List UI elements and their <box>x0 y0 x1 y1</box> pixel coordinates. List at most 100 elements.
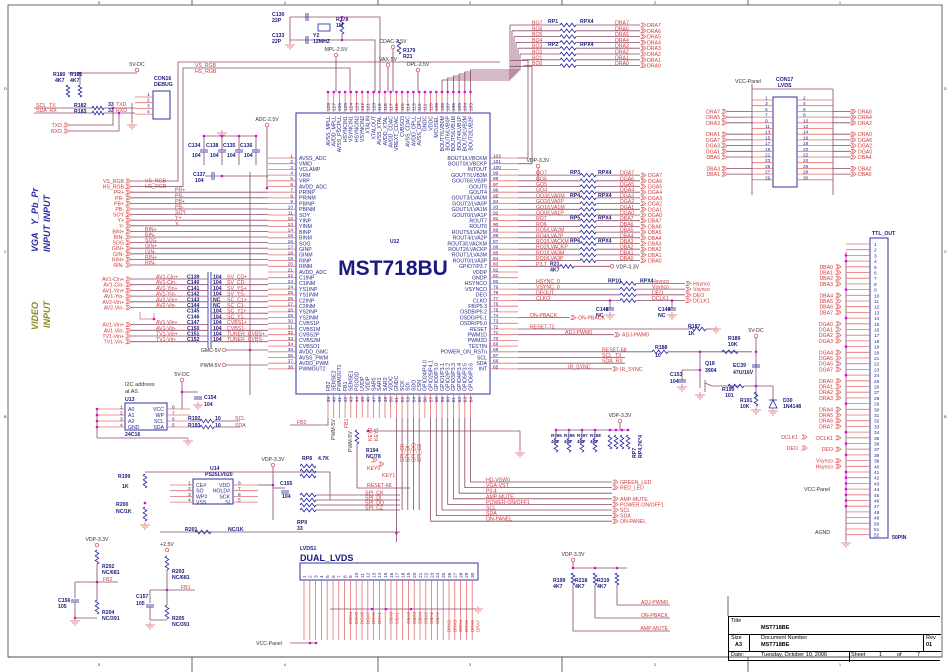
port-connector-icon <box>834 355 842 361</box>
chip-pin-name: A0 <box>128 407 134 413</box>
chip-pin-number: 101 <box>493 159 501 165</box>
rp-output-net: DRA0 <box>615 61 629 67</box>
resistor-icon <box>559 39 577 45</box>
chip-pin-name: HOLD# <box>213 489 230 495</box>
chip-pin-number: 47 <box>371 397 377 403</box>
chip-pin-number: 6 <box>172 417 175 423</box>
connector-pin-number: 2 <box>874 248 877 254</box>
lvds-right-net: DGA0 <box>858 149 872 155</box>
capacitor-reference: C137 <box>193 172 206 178</box>
rev-value: 01 <box>926 642 933 648</box>
data-port-label: DBA1 <box>648 253 662 259</box>
capacitor-reference: C150 <box>187 326 200 332</box>
resistor-value: 33 <box>108 102 114 108</box>
data-port-label: DBA2 <box>648 247 662 253</box>
av-output-net: SV_CD+ <box>227 275 247 281</box>
port-connector-icon <box>834 264 842 270</box>
title-block-divider <box>729 634 941 635</box>
connector-pin-number: 41 <box>874 470 880 476</box>
gpio-port-label: AMP-MUTE <box>620 497 648 503</box>
chip-pin-number: 64 <box>468 397 474 403</box>
port-connector-icon <box>124 228 132 234</box>
wire <box>435 418 612 516</box>
chip-pin-name: GOUT2/LVA0P <box>452 201 487 207</box>
av-output-net: SC_C1+ <box>227 297 247 303</box>
connector-pin-number: 27 <box>874 390 880 396</box>
vga-port-label: RIN- <box>113 263 124 269</box>
data-port-label: DGA2 <box>648 202 662 208</box>
chip-pin-number: 62 <box>457 397 463 403</box>
chip-pin-name: WP# <box>196 494 207 500</box>
chip-pin-number: 34 <box>288 342 294 348</box>
chip-pin-name: SAR0 <box>371 377 377 391</box>
av-port-label: AV1-Yin+ <box>103 288 124 294</box>
port-connector-icon <box>684 286 692 292</box>
port-connector-icon <box>639 223 647 229</box>
chip-pin-name: GPIO3/P3.3 <box>451 363 457 391</box>
chip-pin-name: SI <box>225 500 230 506</box>
adj-pwm0-net: ADJ-PWM0 <box>565 330 592 336</box>
connector-pin-number: 15 <box>383 572 389 578</box>
rp-input-net: GO4 <box>536 188 547 194</box>
rp-input-net: GO7 <box>536 171 547 177</box>
power-terminal-icon <box>385 62 391 68</box>
av-net-label: AV1-Yin- <box>156 292 176 298</box>
chip-pin-number: 122 <box>360 103 366 111</box>
port-connector-icon <box>124 245 132 251</box>
connector-pin-number: 1 <box>147 92 150 98</box>
port-connector-icon <box>849 148 857 154</box>
ttl-net-label: DGA5 <box>819 356 833 362</box>
av-port-label: AV1-Vin+ <box>102 323 124 329</box>
connector-pin-number: 14 <box>803 130 809 136</box>
connector-pin-number: 4 <box>874 259 877 265</box>
resistor-icon <box>613 434 619 450</box>
chip-pin-number: 105 <box>457 103 463 111</box>
junction-dot <box>372 90 375 94</box>
resistor-reference: R188 <box>655 345 668 351</box>
sync-port-label: DCLK1 <box>693 299 710 305</box>
resistor-icon <box>94 599 100 615</box>
chip-pin-number: 4 <box>290 171 293 177</box>
chip-pin-name: RESET <box>470 327 488 333</box>
port-connector-icon <box>639 57 647 63</box>
rp-input-net: RO3/LVACKM <box>536 239 569 245</box>
chip-pin-name: VCLAMP <box>299 167 321 173</box>
capacitor-value: 104 <box>282 494 291 500</box>
resistor-icon <box>727 383 745 389</box>
rp-input-net: RO0/LVA3P <box>536 256 564 262</box>
capacitor-reference: C147 <box>187 320 200 326</box>
port-connector-icon <box>62 122 70 128</box>
resistor-pack-value: RPX4 <box>580 19 594 25</box>
fb1-net: FB1 <box>181 585 191 591</box>
junction-dot <box>608 428 612 432</box>
chip-pin-name: VREXT_CDAC <box>394 116 400 151</box>
capacitor-value: 104 <box>213 292 222 298</box>
chip-pin-name: PWMOUT1 <box>337 364 343 391</box>
av-port-label: AV2-Vin- <box>104 306 125 312</box>
junction-dot <box>844 345 848 348</box>
chip-pin-number: 43 <box>349 397 355 403</box>
resistor-icon <box>753 391 759 407</box>
heading-input: INPUT <box>42 223 52 252</box>
resistor-icon <box>142 473 148 489</box>
gpio-net: ON-PANEL <box>486 517 512 523</box>
ttl-net-label: DBA1 <box>819 271 833 277</box>
chip-pin-number: 108 <box>440 103 446 111</box>
connector-pin-number: 28 <box>803 170 809 176</box>
connector-pin-number: 29 <box>464 572 470 578</box>
connector-pin-number: 21 <box>418 572 424 578</box>
connector-pin-number: 6 <box>874 271 877 277</box>
chip-pin-name: VSYNCIN2 <box>360 116 366 142</box>
capacitor-value: 22P <box>272 39 282 45</box>
lvds-net-label: DBA0 <box>389 612 394 624</box>
capacitor-reference: C156 <box>58 598 71 604</box>
chip-pin-name: SOG <box>299 241 311 247</box>
rp-output-net: DBA0 <box>620 256 634 262</box>
av-output-net: SC_Y1- <box>227 314 245 320</box>
transistor-reference: Q18 <box>705 361 715 367</box>
connector-pin-number: 34 <box>874 430 880 436</box>
resistor-value: NC/1K <box>228 527 244 533</box>
resistor-value: NC/681 <box>102 570 120 576</box>
resistor-pack-value: RP4.7K*4 <box>638 435 644 458</box>
connector-pin-number: 3 <box>765 101 768 107</box>
